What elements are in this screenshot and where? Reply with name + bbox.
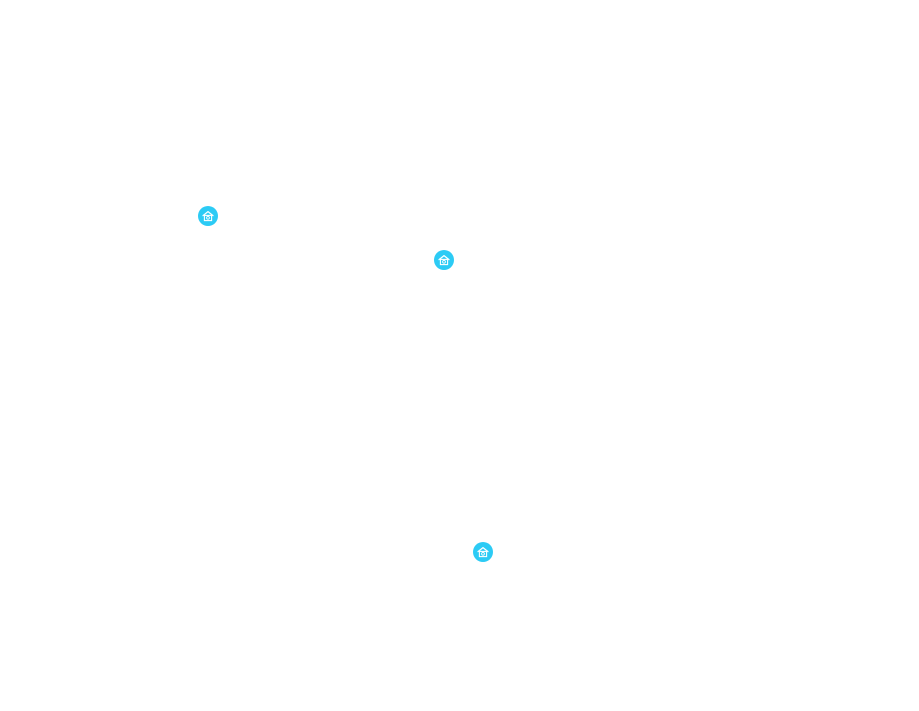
home-icon <box>202 211 214 222</box>
home-icon <box>438 255 450 266</box>
map-marker[interactable] <box>198 206 218 226</box>
map-marker[interactable] <box>434 250 454 270</box>
home-icon <box>477 547 489 558</box>
map-marker[interactable] <box>473 542 493 562</box>
